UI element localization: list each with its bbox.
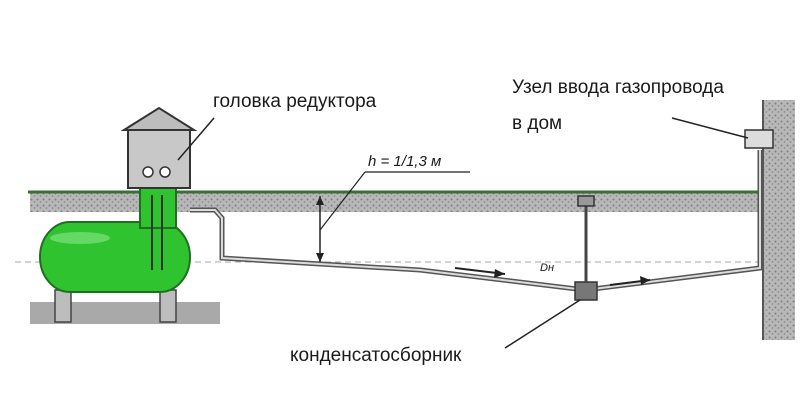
flow-arrow-2-head	[640, 276, 650, 285]
tank-support-right	[159, 289, 177, 323]
reducer-housing	[127, 129, 191, 189]
reducer-roof	[120, 106, 198, 131]
tank-support-left	[54, 289, 72, 323]
gas-pipeline-inner	[190, 150, 761, 292]
house-inlet-box	[744, 129, 774, 149]
inlet-node-label: Узел ввода газопровода в дом	[512, 70, 724, 142]
house-inlet-pointer	[671, 117, 749, 139]
inlet-label-line-2: в дом	[512, 113, 563, 134]
depth-label: h = 1/1,3 м	[368, 153, 442, 170]
gas-pipeline	[190, 150, 763, 293]
gas-tank	[39, 221, 191, 293]
depth-arrow-bottom	[316, 253, 324, 262]
tank-neck	[139, 187, 177, 229]
reducer-gauge-icon-2	[159, 166, 171, 178]
condensate-collector	[574, 281, 598, 301]
condensate-collector-label: конденсатосборник	[290, 345, 462, 366]
depth-arrow-top	[316, 196, 324, 205]
condensate-pointer	[504, 299, 581, 349]
reducer-head-label: головка редуктора	[213, 91, 377, 112]
pipe-diameter-label: Dн	[540, 262, 554, 274]
reducer-gauge-icon	[142, 166, 154, 178]
depth-leader	[319, 171, 366, 231]
reducer-pointer	[177, 117, 215, 161]
condensate-cap	[577, 195, 595, 207]
flow-arrow-1-head	[494, 269, 505, 278]
tank-highlight	[50, 232, 110, 244]
inlet-label-line-1: Узел ввода газопровода	[512, 77, 724, 98]
